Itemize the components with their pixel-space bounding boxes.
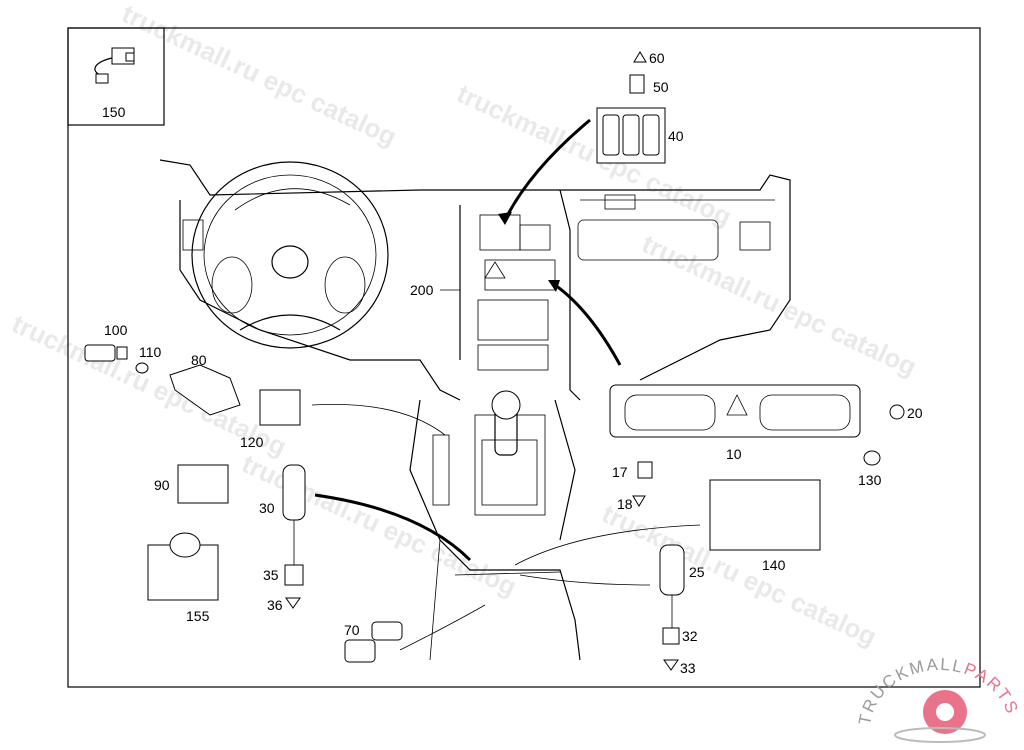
part-90-panel [177,464,229,504]
part-70-sensor [344,621,403,663]
dashboard-drawing [159,159,791,661]
label-25: 25 [689,564,705,580]
watermark: truckmall.ru epc catalog [117,0,401,152]
part-155-controller [147,532,219,601]
label-18: 18 [617,496,633,512]
label-130: 130 [858,472,882,488]
part-140-switch-block [709,479,821,551]
label-110: 110 [139,344,162,360]
watermark: truckmall.ru epc catalog [237,448,521,602]
label-10: 10 [726,446,742,462]
part-150-connector [94,47,135,84]
label-32: 32 [682,628,698,644]
label-60: 60 [649,50,665,66]
part-10-panel [609,384,861,438]
diagram-frame [67,27,981,688]
label-35: 35 [263,567,279,583]
part-20-screw [889,404,905,420]
part-60-50-40 [596,51,666,164]
part-labels: 60 50 40 200 100 110 80 120 90 30 35 36 … [104,50,923,676]
watermark: truckmall.ru epc catalog [452,78,736,232]
label-50: 50 [653,79,669,95]
label-33: 33 [680,660,696,676]
label-17: 17 [612,464,628,480]
label-30: 30 [259,500,275,516]
label-140: 140 [762,557,786,573]
arrows [311,118,701,651]
truckmall-parts-logo: TRUCKMALLPARTS [855,655,1022,743]
label-70: 70 [344,622,360,638]
label-40: 40 [668,128,684,144]
label-20: 20 [907,405,923,421]
part-30-35-36 [282,464,306,609]
label-155: 155 [186,608,210,624]
watermark: truckmall.ru epc catalog [637,228,921,382]
part-100-110-80 [84,344,241,416]
label-90: 90 [154,477,170,493]
label-200: 200 [410,282,434,298]
part-120-switch [259,389,301,426]
label-36: 36 [267,597,283,613]
label-150: 150 [102,104,126,120]
logo-text-parts: PARTS [961,659,1022,718]
label-80: 80 [191,352,207,368]
label-100: 100 [104,322,128,338]
label-120: 120 [240,434,264,450]
inset-box [67,27,165,126]
part-25-32-33 [659,544,685,671]
part-18 [632,495,646,507]
part-130-washer [863,450,881,466]
part-17 [637,461,653,479]
